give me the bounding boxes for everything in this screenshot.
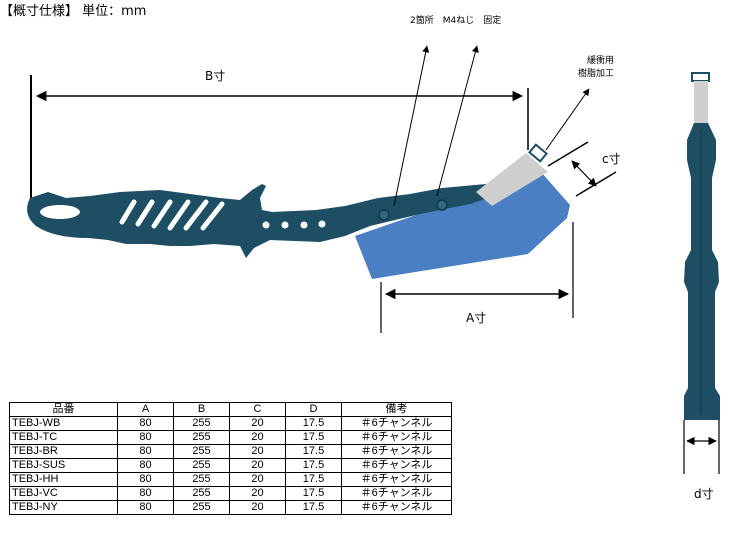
- cell: 20: [229, 430, 286, 445]
- cell: 80: [117, 458, 174, 473]
- c-dimension-label: c寸: [602, 152, 621, 166]
- cell: 17.5: [285, 486, 342, 501]
- side-view: [684, 72, 720, 420]
- blade-shape: [355, 172, 570, 279]
- cell: 17.5: [285, 500, 342, 515]
- tip-end: [528, 143, 548, 163]
- cell: 255: [173, 430, 230, 445]
- tool-body: [27, 184, 495, 258]
- c-dimension-arrow: [571, 160, 597, 187]
- screw-leader-2: [436, 45, 479, 197]
- col-header-d: D: [285, 402, 342, 417]
- cell: 20: [229, 472, 286, 487]
- col-header-part: 品番: [9, 402, 118, 417]
- cell: 255: [173, 472, 230, 487]
- cell: ＃6チャンネル: [341, 500, 452, 515]
- cell: 20: [229, 500, 286, 515]
- cell: 80: [117, 444, 174, 459]
- cell: ＃6チャンネル: [341, 416, 452, 431]
- col-header-b: B: [173, 402, 230, 417]
- grip-slots: [119, 199, 225, 231]
- cell: TEBJ-VC: [9, 486, 118, 501]
- screw-leader-1: [393, 45, 430, 207]
- cell: ＃6チャンネル: [341, 444, 452, 459]
- cell: 80: [117, 416, 174, 431]
- tip-resin: [476, 153, 548, 206]
- cell: 20: [229, 458, 286, 473]
- cell: 255: [173, 444, 230, 459]
- cell: 20: [229, 416, 286, 431]
- cell: 17.5: [285, 430, 342, 445]
- col-header-a: A: [117, 402, 174, 417]
- cell: 255: [173, 416, 230, 431]
- cell: 255: [173, 500, 230, 515]
- body-holes: [262, 220, 326, 229]
- cell: 17.5: [285, 444, 342, 459]
- cell: 20: [229, 486, 286, 501]
- cell: 80: [117, 430, 174, 445]
- handle-hole: [40, 205, 80, 219]
- cell: ＃6チャンネル: [341, 486, 452, 501]
- cell: TEBJ-HH: [9, 472, 118, 487]
- cell: ＃6チャンネル: [341, 458, 452, 473]
- cell: ＃6チャンネル: [341, 472, 452, 487]
- cell: TEBJ-BR: [9, 444, 118, 459]
- d-dimension-label: d寸: [694, 487, 714, 501]
- cell: 17.5: [285, 416, 342, 431]
- resin-note-line2: 樹脂加工: [578, 69, 615, 79]
- cell: 17.5: [285, 472, 342, 487]
- cell: TEBJ-NY: [9, 500, 118, 515]
- table-header-row: 品番 A B C D 備考: [9, 402, 452, 417]
- a-dimension-label: A寸: [466, 311, 487, 325]
- cell: 80: [117, 472, 174, 487]
- col-header-c: C: [229, 402, 286, 417]
- screw-1: [378, 209, 390, 221]
- cell: 17.5: [285, 458, 342, 473]
- cell: 20: [229, 444, 286, 459]
- spec-title: 【概寸仕様】 単位：mm: [0, 4, 147, 19]
- screws-note: 2箇所 M4ねじ 固定: [410, 16, 502, 26]
- cell: 255: [173, 486, 230, 501]
- cell: ＃6チャンネル: [341, 430, 452, 445]
- cell: TEBJ-WB: [9, 416, 118, 431]
- screw-2: [436, 199, 448, 211]
- cell: 80: [117, 500, 174, 515]
- resin-note-line1: 緩衝用: [587, 56, 615, 66]
- cell: 255: [173, 458, 230, 473]
- b-dimension-label: B寸: [205, 69, 226, 83]
- resin-leader: [545, 88, 590, 151]
- cell: 80: [117, 486, 174, 501]
- cell: TEBJ-SUS: [9, 458, 118, 473]
- col-header-notes: 備考: [341, 402, 452, 417]
- cell: TEBJ-TC: [9, 430, 118, 445]
